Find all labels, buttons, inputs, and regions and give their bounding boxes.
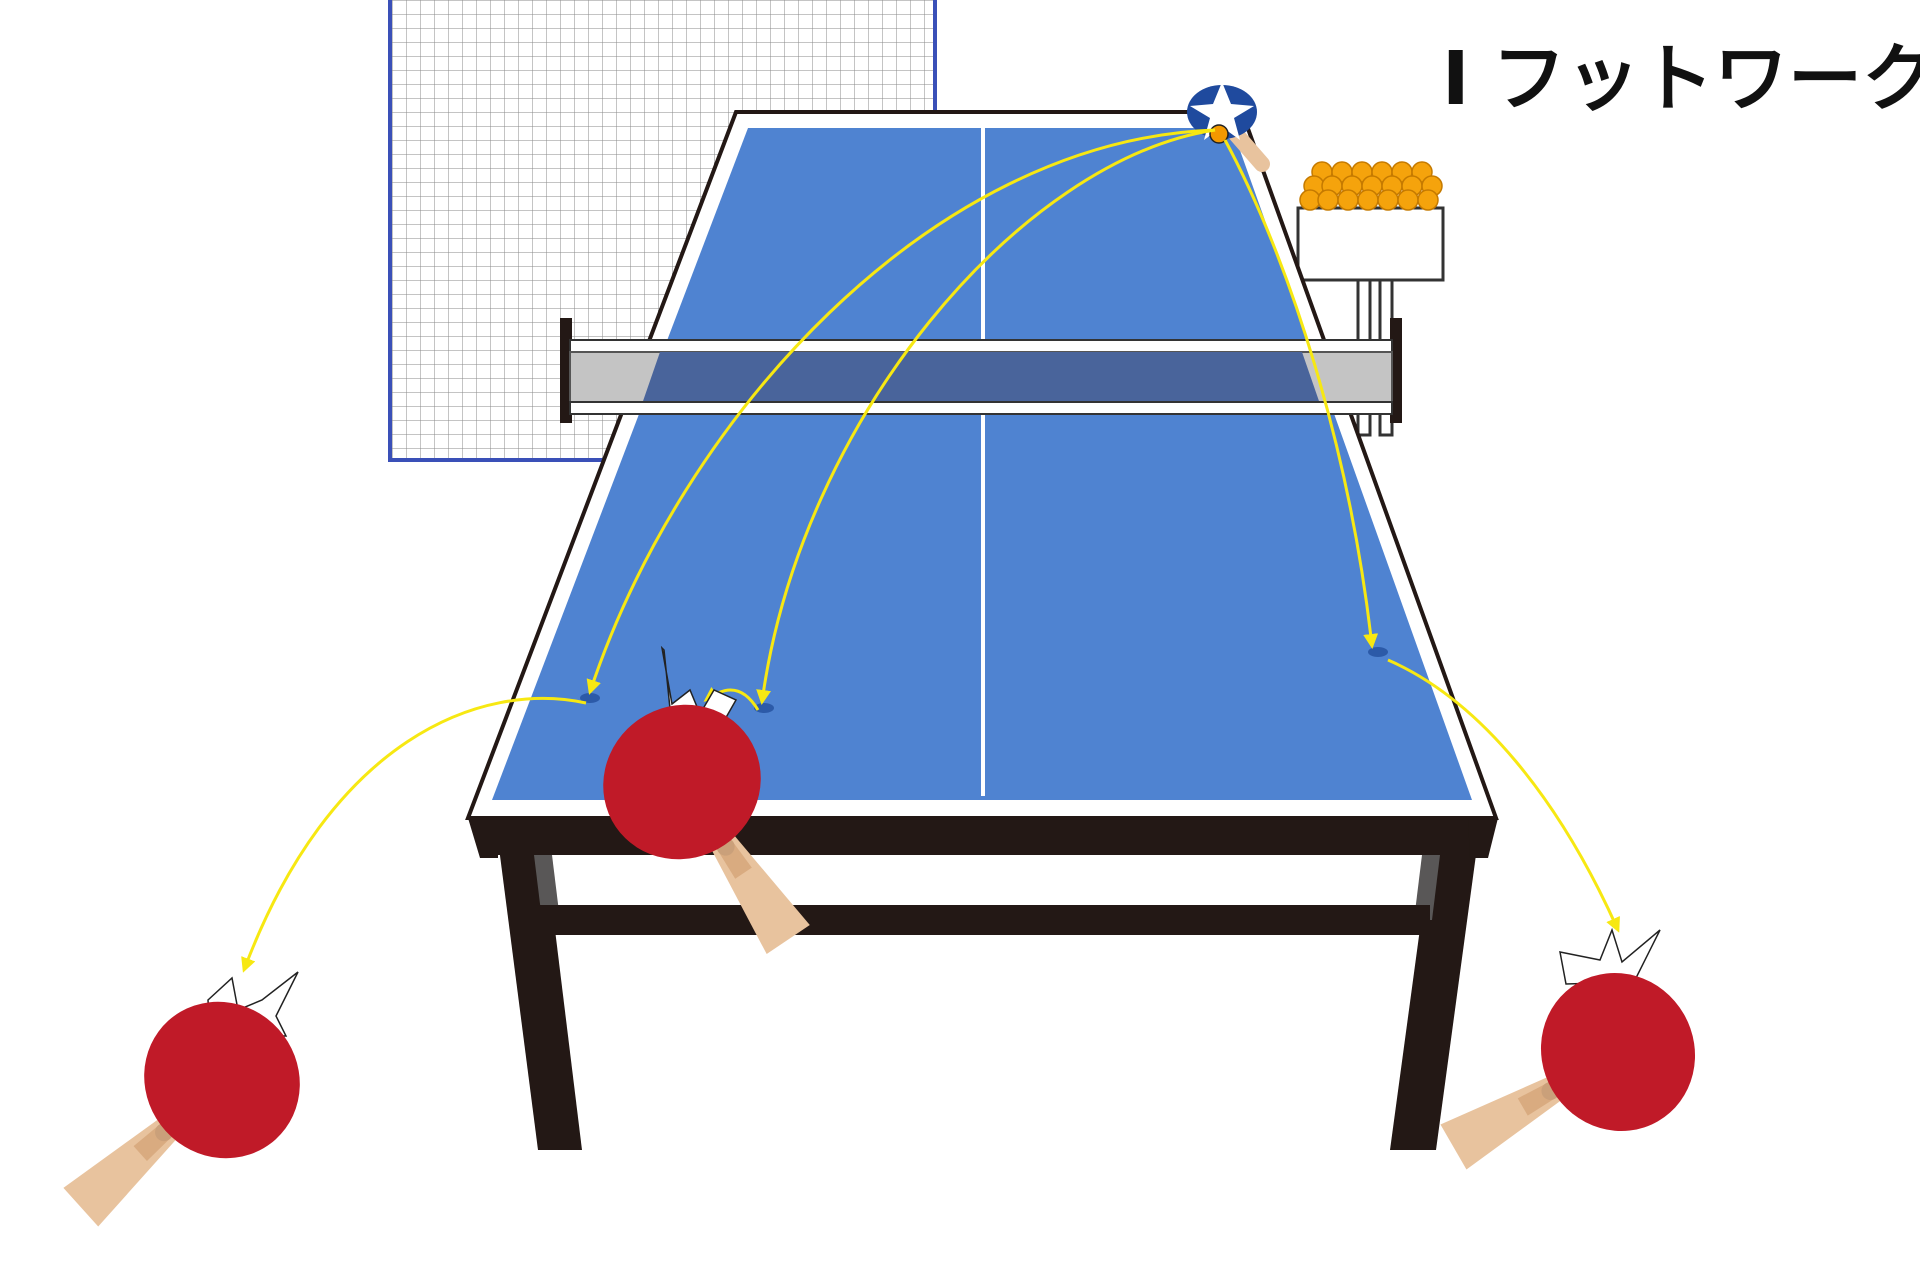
trajectories: [241, 128, 1620, 973]
trajectory-to-right: [1223, 139, 1379, 649]
basket-ball: [1397, 189, 1419, 211]
title-text: フットワーク: [1492, 36, 1920, 122]
bounce-marks: [580, 647, 1388, 713]
table-net: [560, 318, 1402, 423]
ball-robot-icon: [1187, 82, 1270, 172]
table-top: [465, 110, 1499, 820]
basket-ball: [1417, 189, 1439, 211]
basket-ball: [1337, 189, 1359, 211]
table-frame: [468, 812, 1498, 1150]
return-right: [1387, 658, 1620, 933]
basket-balls: [1299, 161, 1443, 211]
racket-left: [27, 969, 333, 1267]
basket-ball: [1317, 189, 1339, 211]
page-title: Ⅰ フットワーク: [1442, 36, 1920, 122]
trajectory-to-middle: [756, 128, 1216, 705]
trajectory-to-left: [586, 128, 1216, 695]
basket-ball: [1357, 189, 1379, 211]
racket-right: [1413, 944, 1724, 1217]
title-number: Ⅰ: [1442, 36, 1470, 122]
return-left: [241, 696, 587, 973]
basket-ball: [1377, 189, 1399, 211]
basket-ball: [1299, 189, 1321, 211]
